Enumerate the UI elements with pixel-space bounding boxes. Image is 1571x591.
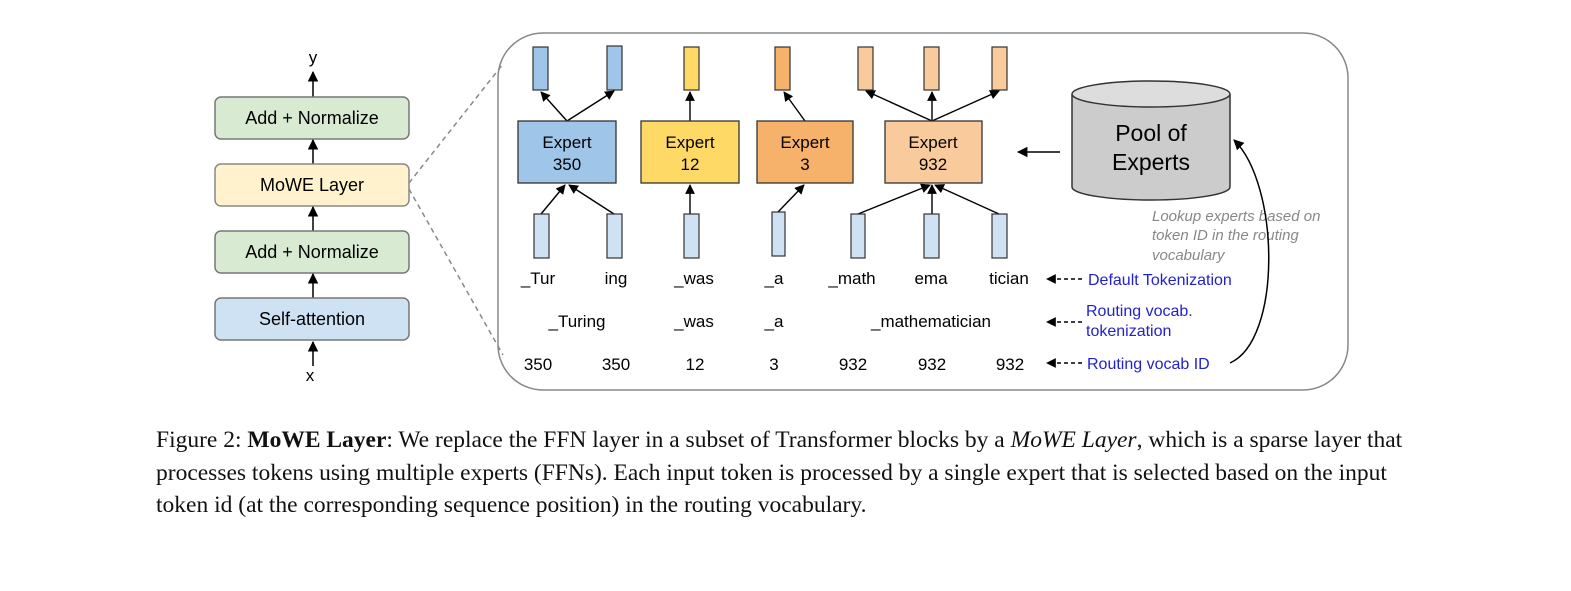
arrow-token-to-expert <box>857 183 931 215</box>
output-vector <box>923 46 940 91</box>
expert-12-word: Expert <box>665 133 714 152</box>
lookup-note-line3: vocabulary <box>1152 247 1226 264</box>
lookup-curve-arrow <box>1229 139 1270 364</box>
pool-label-line2: Experts <box>1112 149 1190 175</box>
self-attention-label: Self-attention <box>259 309 365 329</box>
input-label-x: x <box>306 366 315 385</box>
routing-id: 3 <box>769 355 778 374</box>
arrow-token-to-expert <box>934 184 1000 215</box>
lookup-note-line1: Lookup experts based on <box>1152 208 1320 225</box>
mowe-diagram: y Add + Normalize MoWE Layer Add + Norma… <box>214 32 1349 391</box>
token-vector <box>771 211 786 257</box>
expert-350-box <box>517 120 617 184</box>
routing-tokenization-label-line2: tokenization <box>1086 323 1171 340</box>
routing-token: _was <box>673 312 714 331</box>
pool-of-experts-cylinder <box>1071 94 1231 201</box>
output-vector <box>606 45 623 91</box>
caption-prefix: Figure 2: <box>156 427 248 453</box>
pool-cylinder-top <box>1071 80 1231 108</box>
arrow-token-to-expert <box>568 184 615 215</box>
arrow-token-to-expert <box>540 184 566 215</box>
arrow-expert-to-output <box>865 90 933 122</box>
routing-id: 932 <box>918 355 946 374</box>
output-vector <box>774 46 791 91</box>
token-vector <box>991 213 1008 259</box>
caption-text-part2: , which is a sparse layer that processes… <box>156 427 1403 518</box>
add-normalize-bottom-label: Add + Normalize <box>245 242 379 262</box>
caption-bold-term: MoWE Layer <box>247 427 387 453</box>
zoom-panel <box>497 32 1349 391</box>
routing-id: 12 <box>686 355 705 374</box>
expert-932-id: 932 <box>919 155 947 174</box>
zoom-connector-bottom <box>408 188 504 356</box>
arrow-expert-to-output <box>540 91 568 122</box>
output-vector <box>683 46 700 91</box>
default-token: _was <box>673 269 714 288</box>
arrow-expert-to-output <box>783 91 806 122</box>
arrow-expert-to-output <box>931 90 1000 122</box>
expert-3-word: Expert <box>780 133 829 152</box>
routing-id: 350 <box>524 355 552 374</box>
routing-id: 932 <box>839 355 867 374</box>
routing-vocab-id-label: Routing vocab ID <box>1087 356 1210 373</box>
expert-350-id: 350 <box>553 155 581 174</box>
pool-label-line1: Pool of <box>1115 120 1187 146</box>
expert-3-id: 3 <box>800 155 809 174</box>
expert-12-id: 12 <box>681 155 700 174</box>
default-token: ema <box>914 269 948 288</box>
routing-tokenization-label-line1: Routing vocab. <box>1086 303 1193 320</box>
default-token: tician <box>989 269 1029 288</box>
output-vector <box>532 46 549 91</box>
default-token: _a <box>764 269 784 288</box>
mowe-layer-label: MoWE Layer <box>260 175 364 195</box>
routing-id: 932 <box>996 355 1024 374</box>
expert-12-box <box>640 120 740 184</box>
arrow-expert-to-output <box>566 90 615 122</box>
zoom-connector-top <box>408 63 504 184</box>
output-vector <box>857 46 874 91</box>
routing-token: _mathematician <box>870 312 991 331</box>
default-token: _math <box>827 269 875 288</box>
caption-italic-term: MoWE Layer <box>1010 427 1137 453</box>
expert-932-word: Expert <box>908 133 957 152</box>
expert-932-box <box>884 120 983 184</box>
output-vector <box>991 46 1008 91</box>
token-vector <box>850 213 866 259</box>
lookup-note-line2: token ID in the routing <box>1152 227 1299 244</box>
token-vector <box>923 213 940 259</box>
expert-350-word: Expert <box>542 133 591 152</box>
self-attention-box <box>214 297 410 341</box>
output-label-y: y <box>309 48 318 67</box>
figure-caption: Figure 2: MoWE Layer: We replace the FFN… <box>156 424 1426 522</box>
arrow-token-to-expert <box>777 184 805 213</box>
routing-token: _a <box>764 312 784 331</box>
default-token: _Tur <box>520 269 556 288</box>
token-vector <box>683 213 700 259</box>
default-token: ing <box>605 269 628 288</box>
add-normalize-top-label: Add + Normalize <box>245 108 379 128</box>
expert-3-box <box>756 120 854 184</box>
routing-token: _Turing <box>547 312 605 331</box>
routing-id: 350 <box>602 355 630 374</box>
token-vector <box>606 213 623 259</box>
token-vector <box>533 213 550 259</box>
default-tokenization-label: Default Tokenization <box>1088 272 1232 289</box>
caption-text-part1: : We replace the FFN layer in a subset o… <box>386 427 1011 453</box>
